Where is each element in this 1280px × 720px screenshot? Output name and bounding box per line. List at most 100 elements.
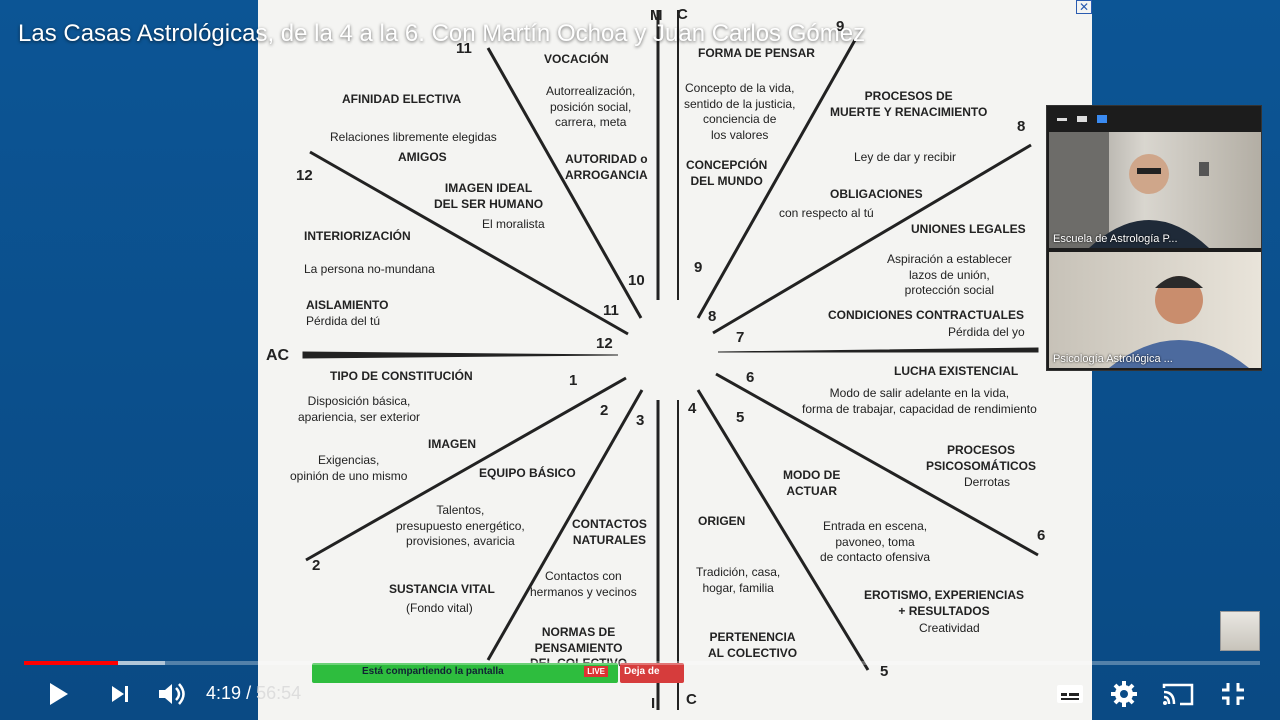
label-aspiracion: Aspiración a establecer lazos de unión, …	[887, 252, 1012, 298]
label-relaciones: Relaciones libremente elegidas	[330, 130, 497, 144]
time-display: 4:19 / 56:54	[206, 683, 301, 704]
label-obligaciones: OBLIGACIONES	[830, 187, 923, 201]
restore-icon[interactable]	[1077, 116, 1087, 122]
settings-button[interactable]	[1108, 676, 1140, 712]
share-status-text: Está compartiendo la pantalla	[362, 666, 504, 677]
progress-bar[interactable]	[24, 661, 1260, 665]
exit-fullscreen-button[interactable]	[1218, 676, 1248, 712]
house-number: 9	[836, 18, 845, 35]
house-number: 8	[708, 308, 717, 325]
label-imagen-ideal: IMAGEN IDEAL DEL SER HUMANO	[434, 181, 544, 211]
house-number: 1	[569, 372, 578, 389]
minimize-icon[interactable]	[1057, 118, 1067, 121]
label-perdida-yo: Pérdida del yo	[948, 325, 1025, 339]
cast-button[interactable]	[1160, 676, 1196, 712]
exit-fullscreen-icon	[1222, 683, 1244, 705]
house-number: 11	[456, 40, 472, 57]
label-erotismo: EROTISMO, EXPERIENCIAS + RESULTADOS	[864, 588, 1025, 618]
house-number: 7	[736, 329, 745, 346]
live-badge: LIVE	[584, 666, 608, 677]
participant-tile-2[interactable]: Psicología Astrológica ...	[1049, 252, 1261, 368]
label-contactos: CONTACTOS NATURALES	[572, 517, 647, 547]
house-number: 11	[603, 302, 619, 319]
participant-video-2	[1109, 276, 1249, 368]
axis-mc-m: M	[650, 7, 663, 24]
layout-icon[interactable]	[1097, 115, 1107, 123]
label-interiorizacion: INTERIORIZACIÓN	[304, 229, 411, 243]
channel-avatar[interactable]	[1220, 611, 1260, 651]
label-talentos: Talentos, presupuesto energético, provis…	[396, 503, 525, 549]
close-icon[interactable]: ✕	[1076, 0, 1092, 14]
subtitles-button[interactable]	[1054, 676, 1086, 712]
label-origen: ORIGEN	[698, 514, 746, 528]
label-vocacion-desc: Autorrealización, posición social, carre…	[546, 84, 636, 130]
axis-mc-c: C	[677, 6, 688, 23]
house-number: 8	[1017, 118, 1026, 135]
axis-ic-c: C	[686, 691, 697, 708]
next-button[interactable]	[106, 676, 134, 712]
label-imagen: IMAGEN	[428, 437, 476, 451]
label-sustancia: SUSTANCIA VITAL	[389, 582, 495, 596]
house-number: 6	[1037, 527, 1046, 544]
participant-video-1	[1049, 132, 1209, 248]
volume-icon	[159, 683, 185, 705]
time-current: 4:19	[206, 683, 242, 703]
shared-slide: M C AC I C 11 9 12 8 10 9 11 8 12 7 1 6 …	[258, 0, 1092, 720]
label-moralista: El moralista	[482, 217, 545, 231]
label-aislamiento: AISLAMIENTO	[306, 298, 389, 312]
house-number: 12	[596, 335, 613, 352]
label-forma-pensar: FORMA DE PENSAR	[698, 46, 815, 60]
label-tipo-constitucion: TIPO DE CONSTITUCIÓN	[330, 369, 473, 383]
house-number: 3	[636, 412, 645, 429]
label-procesos-psico: PROCESOS PSICOSOMÁTICOS	[926, 443, 1037, 473]
volume-button[interactable]	[156, 676, 188, 712]
time-total: 56:54	[256, 683, 302, 703]
label-pertenencia: PERTENENCIA AL COLECTIVO	[708, 630, 798, 660]
stop-share-label: Deja de	[624, 666, 660, 677]
house-number: 10	[628, 272, 645, 289]
house-number: 2	[312, 557, 321, 574]
time-separator: /	[246, 683, 252, 703]
video-title[interactable]: Las Casas Astrológicas, de la 4 a la 6. …	[18, 20, 866, 47]
house-number: 2	[600, 402, 609, 419]
label-disposicion: Disposición básica, apariencia, ser exte…	[298, 394, 421, 424]
label-modo-actuar: MODO DE ACTUAR	[783, 468, 841, 498]
stop-share-button[interactable]: Deja de	[620, 663, 684, 683]
label-contactos-desc: Contactos con hermanos y vecinos	[530, 569, 637, 599]
label-equipo: EQUIPO BÁSICO	[479, 466, 576, 480]
video-call-panel[interactable]: Escuela de Astrología P... Psicología As…	[1046, 105, 1262, 371]
house-number: 5	[880, 663, 889, 680]
play-icon	[50, 683, 68, 705]
label-fondo: (Fondo vital)	[406, 601, 473, 615]
label-autoridad: AUTORIDAD o ARROGANCIA	[565, 152, 648, 182]
screen-share-banner: Está compartiendo la pantalla LIVE	[312, 663, 618, 683]
participant-name-2: Psicología Astrológica ...	[1053, 353, 1173, 365]
label-tradicion: Tradición, casa, hogar, familia	[696, 565, 781, 595]
play-button[interactable]	[44, 676, 72, 712]
subtitles-icon	[1057, 685, 1083, 703]
axis-ac: AC	[266, 347, 290, 364]
label-afinidad: AFINIDAD ELECTIVA	[342, 92, 462, 106]
label-respecto-tu: con respecto al tú	[779, 206, 874, 220]
next-icon	[112, 686, 128, 702]
label-uniones: UNIONES LEGALES	[911, 222, 1026, 236]
label-ley-dar: Ley de dar y recibir	[854, 150, 957, 164]
house-number: 4	[688, 400, 697, 417]
label-no-mundana: La persona no-mundana	[304, 262, 435, 276]
played-bar	[24, 661, 118, 665]
label-creatividad: Creatividad	[919, 621, 980, 635]
house-number: 9	[694, 259, 703, 276]
gear-icon	[1111, 681, 1137, 707]
label-concepto: Concepto de la vida, sentido de la justi…	[684, 81, 796, 142]
label-condiciones: CONDICIONES CONTRACTUALES	[828, 308, 1025, 322]
label-concepcion: CONCEPCIÓN DEL MUNDO	[686, 158, 768, 188]
label-amigos: AMIGOS	[398, 150, 447, 164]
label-vocacion: VOCACIÓN	[544, 52, 609, 66]
label-perdida-tu: Pérdida del tú	[306, 314, 381, 328]
participant-tile-1[interactable]: Escuela de Astrología P...	[1049, 132, 1261, 248]
call-panel-toolbar[interactable]	[1047, 106, 1261, 132]
house-number: 6	[746, 369, 755, 386]
label-derrotas: Derrotas	[964, 475, 1011, 489]
house-number: 5	[736, 409, 745, 426]
